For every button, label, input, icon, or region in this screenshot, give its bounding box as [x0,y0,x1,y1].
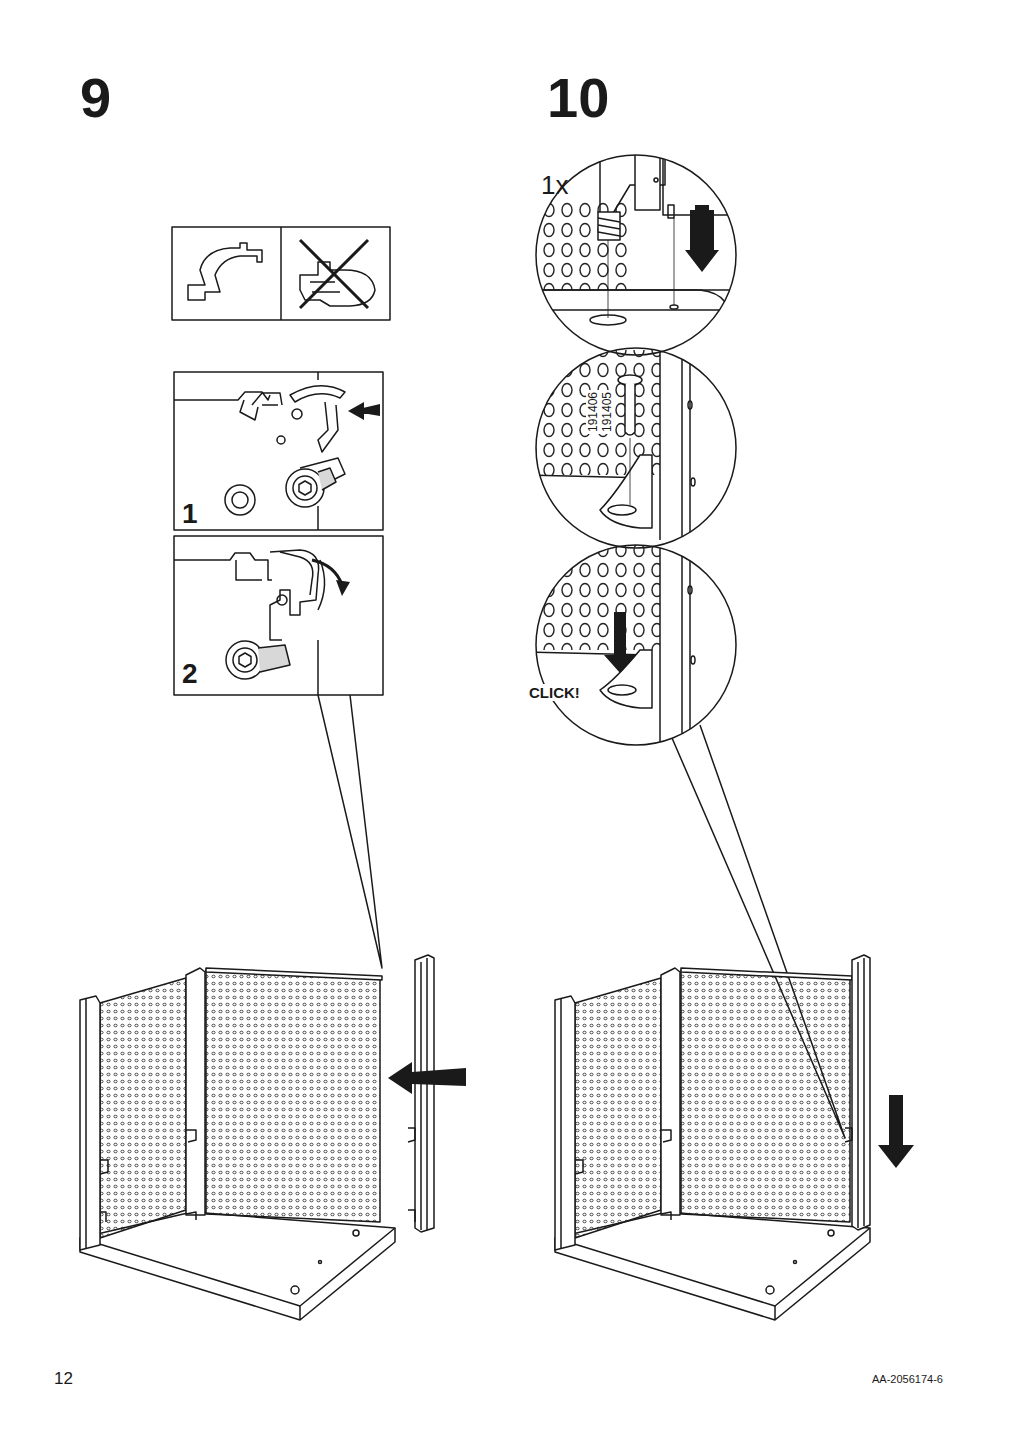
substep-number: 1 [182,500,198,528]
orientation-box [172,227,390,320]
quantity-label: 1x [541,172,568,198]
shelf-unit-9 [80,955,434,1320]
click-note: CLICK! [527,684,582,701]
detail-box-2 [174,536,383,695]
document-code: AA-2056174-6 [872,1374,943,1385]
press-arrow [878,1095,914,1168]
detail-circle-2 [530,348,736,548]
detail-circle-3 [530,545,736,745]
insert-arrow [388,1062,466,1094]
leader-line [318,695,382,968]
substep-number: 2 [182,660,198,688]
page-number: 12 [54,1370,73,1387]
step-number: 10 [547,70,609,126]
detail-box-1 [174,372,383,530]
part-number: 191405 [600,390,614,434]
step-number: 9 [80,70,111,126]
shelf-unit-10 [555,955,870,1320]
detail-circle-1 [520,150,740,355]
part-number: 191406 [586,390,600,434]
